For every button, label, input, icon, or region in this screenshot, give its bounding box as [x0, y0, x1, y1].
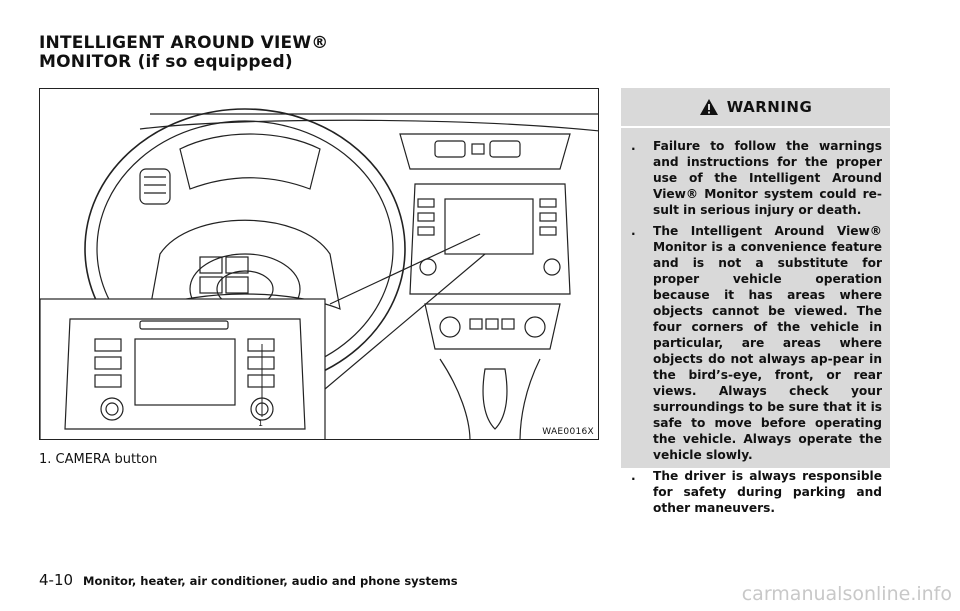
- dashboard-illustration: 1 WAE0016X: [39, 88, 599, 440]
- bullet: .: [631, 469, 636, 483]
- warning-title: WARNING: [726, 98, 813, 116]
- bullet: .: [631, 224, 636, 238]
- warning-item: . The Intelligent Around View® Monitor i…: [631, 223, 882, 463]
- callout-number: 1: [258, 419, 264, 428]
- section-title-line-2: MONITOR (if so equipped): [39, 52, 293, 72]
- chapter-title: Monitor, heater, air conditioner, audio …: [83, 574, 458, 588]
- dashboard-line-drawing: [40, 108, 598, 439]
- warning-item: . Failure to follow the warnings and ins…: [631, 138, 882, 218]
- warning-item: . The driver is always responsible for s…: [631, 468, 882, 516]
- warning-list: . Failure to follow the warnings and ins…: [621, 128, 890, 516]
- figure-caption: 1. CAMERA button: [39, 452, 158, 467]
- figure-code: WAE0016X: [542, 427, 594, 437]
- warning-item-text: The driver is always responsible for saf…: [653, 469, 882, 515]
- section-title: INTELLIGENT AROUND VIEW® MONITOR (if so …: [39, 34, 328, 72]
- page-footer: 4-10 Monitor, heater, air conditioner, a…: [39, 571, 458, 589]
- section-title-line-1: INTELLIGENT AROUND VIEW®: [39, 33, 329, 53]
- warning-heading: WARNING: [621, 88, 890, 128]
- bullet: .: [631, 139, 636, 153]
- warning-item-text: Failure to follow the warnings and instr…: [653, 139, 882, 217]
- warning-item-text: The Intelligent Around View® Monitor is …: [653, 224, 882, 462]
- page-number: 4-10: [39, 571, 74, 589]
- watermark: carmanualsonline.info: [741, 583, 952, 605]
- warning-box: WARNING . Failure to follow the warnings…: [621, 88, 890, 515]
- warning-triangle-icon: [699, 99, 718, 115]
